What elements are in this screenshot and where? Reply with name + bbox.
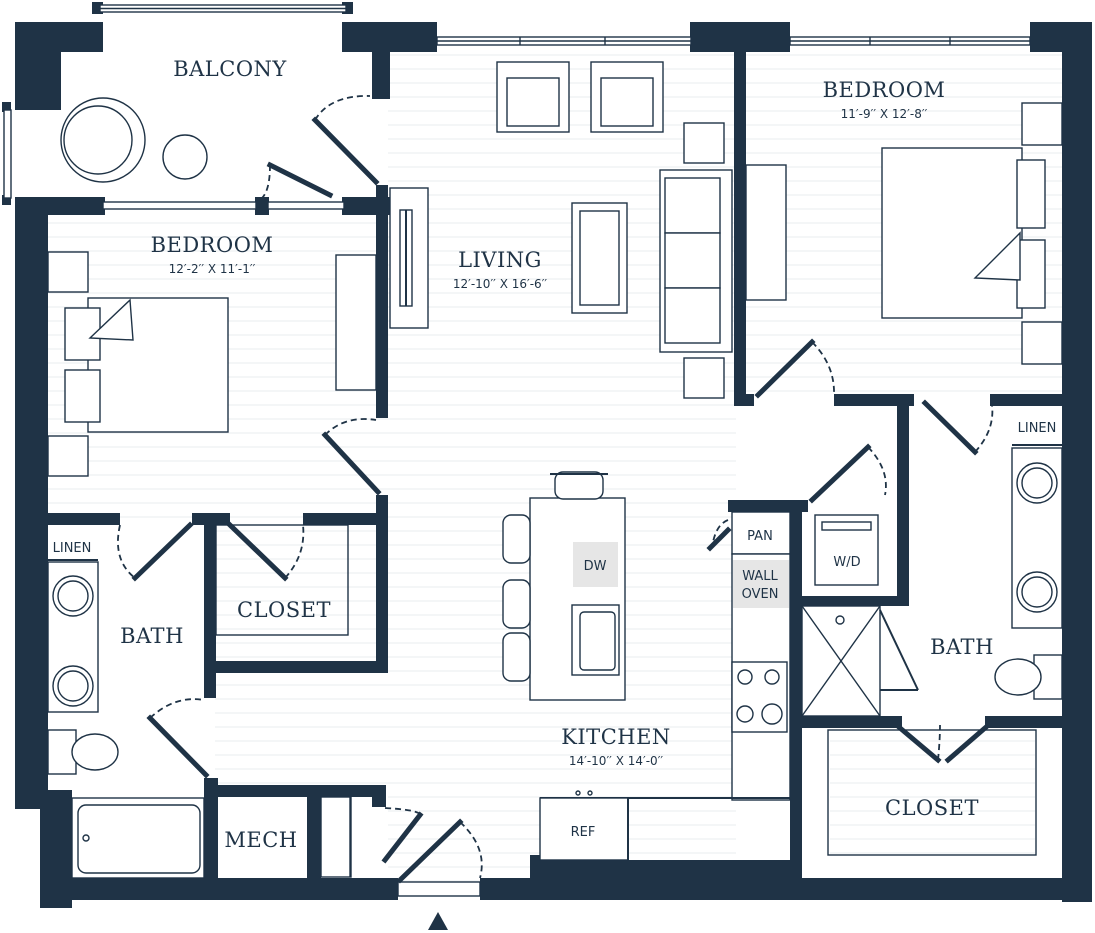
linen-left-label: LINEN [53,541,92,556]
room-labels: BALCONY BEDROOM 12′-2′′ X 11′-1′′ LIVING… [53,57,1057,852]
side-table-icon [683,122,725,164]
sink-icon [1016,462,1058,504]
bed-left-icon [64,297,229,433]
room-bath-right-label: BATH [930,635,994,659]
washer-dryer-label: W/D [833,555,860,570]
coffee-table-icon [571,202,628,314]
entry-arrow-icon [428,912,448,930]
balcony-table-icon [162,134,208,180]
doors [117,95,994,884]
room-living-dim: 12′-10′′ X 16′-6′′ [453,277,548,291]
wall-oven-label-line1: WALL [742,569,778,584]
room-bedroom-left-dim: 12′-2′′ X 11′-1′′ [169,262,256,276]
nightstand-icon [1021,102,1063,146]
room-mech-label: MECH [224,828,297,852]
bar-stool-icon [502,471,608,682]
pantry [731,511,791,555]
room-bedroom-left-label: BEDROOM [151,233,274,257]
toilet-icon [47,729,119,775]
room-balcony-label: BALCONY [173,57,287,81]
refrigerator-icon [539,797,629,861]
windows [3,4,1031,897]
nightstand-icon [47,251,89,293]
room-bedroom-right-dim: 11′-9′′ X 12′-8′′ [841,107,928,121]
bathtub-icon [71,797,205,879]
room-bedroom-right-label: BEDROOM [823,78,946,102]
dishwasher-label: DW [584,559,607,574]
pantry-label: PAN [747,529,773,544]
cooktop-icon [731,661,788,733]
balcony-chair-icon [60,97,146,183]
room-living-label: LIVING [458,248,542,272]
room-bath-left-label: BATH [120,624,184,648]
refrigerator-label: REF [571,825,596,840]
closet-shelf [827,729,1037,856]
room-closet-left-label: CLOSET [237,598,331,622]
sink-icon [52,575,94,617]
sink-icon [52,665,94,707]
tv-console-icon [389,187,429,329]
sink-icon [1016,571,1058,613]
nightstand-icon [47,435,89,477]
bed-right-icon [881,147,1046,319]
wall-oven-label-line2: OVEN [742,587,779,602]
living-armchair-icon [496,61,664,133]
sofa-icon [659,169,733,353]
nightstand-icon [1021,321,1063,365]
dresser-icon [335,254,377,391]
side-table-icon [683,357,725,399]
closet-shelf [215,524,349,636]
linen-right-label: LINEN [1018,421,1057,436]
shower-icon [801,605,881,717]
furniture [47,61,1063,879]
walls [2,2,1092,908]
room-closet-right-label: CLOSET [885,796,979,820]
dresser-icon [745,164,787,301]
room-kitchen-label: KITCHEN [561,725,671,749]
room-kitchen-dim: 14′-10′′ X 14′-0′′ [569,754,664,768]
washer-dryer-icon [814,514,879,586]
toilet-icon [994,654,1063,700]
kitchen-island-icon [529,497,626,701]
